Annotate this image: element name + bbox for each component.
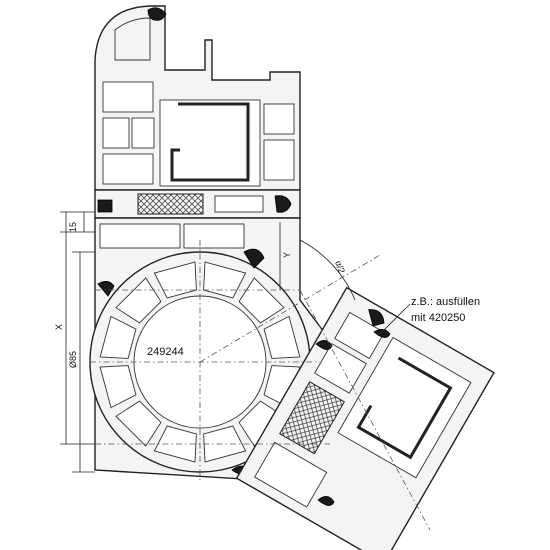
reinforcement-band — [94, 189, 301, 219]
gasket-upper-right — [243, 248, 265, 269]
center-lines — [90, 240, 431, 531]
profile-number-label: 249244 — [147, 346, 184, 358]
ring-chamber — [99, 315, 137, 359]
dim-diameter-label: Ø85 — [68, 351, 78, 368]
ring-chamber — [115, 400, 162, 447]
gasket-left — [97, 281, 115, 297]
ring-chamber — [238, 277, 285, 324]
ring-chamber — [203, 261, 247, 299]
ring-chamber — [263, 315, 301, 359]
dimension-lines — [60, 211, 356, 473]
ring-chamber — [153, 425, 197, 463]
upper-frame-profile — [94, 5, 301, 191]
note-leader — [377, 303, 411, 337]
gasket-rotated-1 — [373, 329, 391, 338]
ring-chamber — [153, 261, 197, 299]
dim-x-label: X — [54, 324, 64, 330]
ring-chamber — [203, 425, 247, 463]
gasket-band-left — [97, 199, 113, 213]
gasket-rotated-3 — [317, 496, 335, 506]
rotated-frame-profile — [235, 286, 495, 550]
note-line-2: mit 420250 — [411, 312, 465, 324]
ring-chamber — [99, 365, 137, 409]
ring-chamber — [115, 277, 162, 324]
note-line-1: z.B.: ausfüllen — [411, 296, 480, 308]
gasket-band-right — [274, 195, 292, 213]
gasket-top — [147, 7, 167, 21]
dim-15-label: 15 — [68, 222, 78, 232]
gasket-rotated-2 — [315, 340, 333, 350]
dim-angle-label: α/2 — [333, 259, 347, 274]
dim-y-label: Y — [282, 252, 292, 258]
